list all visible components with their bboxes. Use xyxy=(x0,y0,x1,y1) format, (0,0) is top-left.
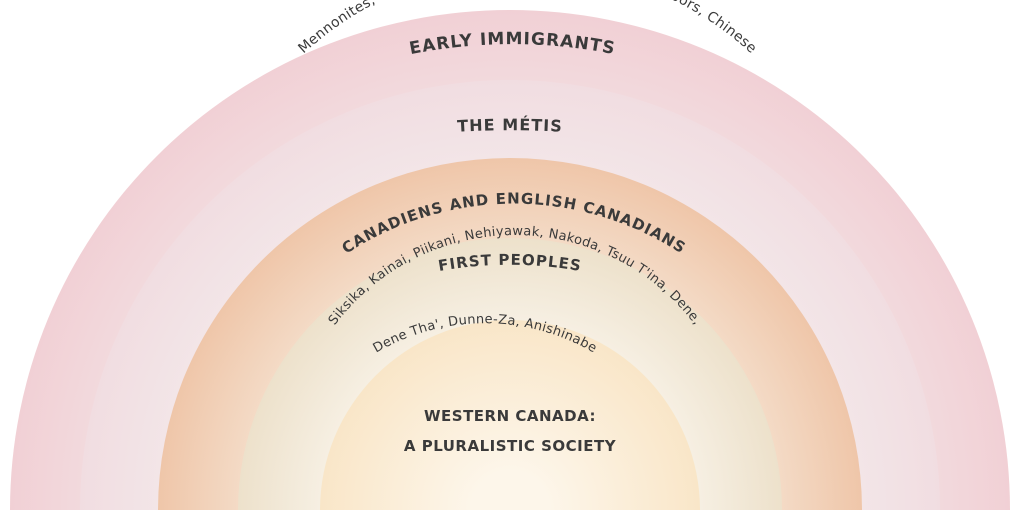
center-title-line2: A PLURALISTIC SOCIETY xyxy=(404,437,617,455)
metis-title: THE MÉTIS xyxy=(457,115,564,136)
center-title-line1: WESTERN CANADA: xyxy=(424,407,596,425)
western-canada-core xyxy=(320,320,700,510)
